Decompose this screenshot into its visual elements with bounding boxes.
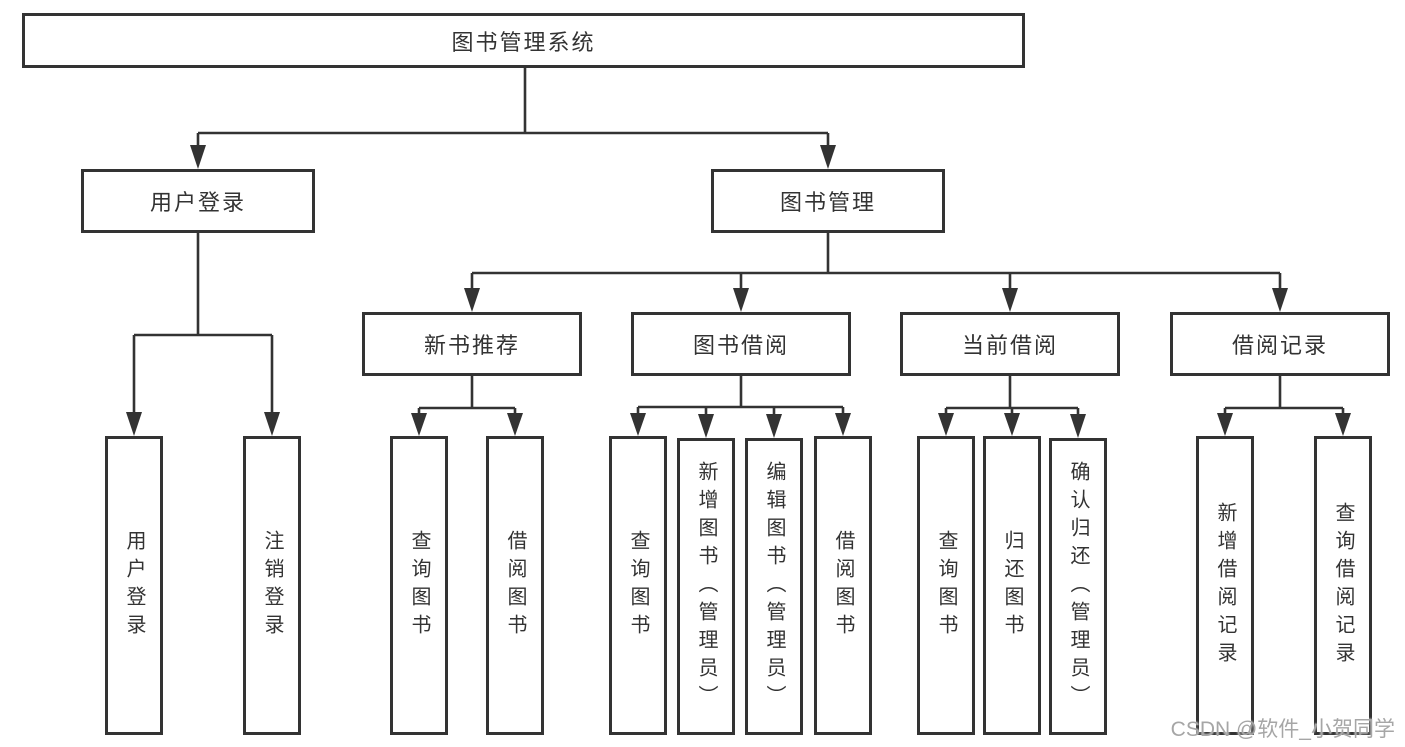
- arrow-head: [1217, 413, 1233, 436]
- node-label: 借阅记录: [1231, 333, 1328, 358]
- leaf-borrow-books: 借阅图书: [814, 436, 872, 735]
- connector-book-management-to-level3: [464, 231, 1288, 312]
- node-label: 编辑图书（管理员）: [763, 460, 785, 713]
- node-library-management-system: 图书管理系统: [22, 13, 1025, 68]
- node-label: 图书管理系统: [451, 29, 596, 55]
- node-borrow-records: 借阅记录: [1170, 312, 1390, 376]
- node-label: 当前借阅: [961, 333, 1058, 358]
- arrow-head: [464, 288, 480, 312]
- node-label: 新增借阅记录: [1214, 501, 1236, 670]
- leaf-user-login: 用户登录: [105, 436, 163, 735]
- node-user-login: 用户登录: [81, 169, 315, 233]
- arrow-head: [766, 414, 782, 438]
- node-label: 查询图书: [935, 529, 957, 642]
- arrow-head: [698, 414, 714, 438]
- arrow-head: [411, 413, 427, 436]
- node-book-borrowing: 图书借阅: [631, 312, 851, 376]
- node-label: 注销登录: [261, 529, 283, 642]
- arrow-head: [1335, 413, 1351, 436]
- arrow-head: [1002, 288, 1018, 312]
- node-label: 借阅图书: [832, 529, 854, 642]
- connector-book-borrowing-to-leaves: [630, 374, 851, 438]
- arrow-head: [1272, 288, 1288, 312]
- node-label: 归还图书: [1001, 529, 1023, 642]
- leaf-edit-books-admin: 编辑图书（管理员）: [745, 438, 803, 735]
- node-label: 查询图书: [408, 529, 430, 642]
- node-label: 新书推荐: [423, 333, 520, 358]
- leaf-add-borrow-record: 新增借阅记录: [1196, 436, 1254, 735]
- csdn-watermark: CSDN @软件_小贺同学: [1170, 718, 1395, 741]
- leaf-logout: 注销登录: [243, 436, 301, 735]
- node-label: 新增图书（管理员）: [695, 460, 717, 713]
- node-label: 查询图书: [627, 529, 649, 642]
- leaf-query-books: 查询图书: [917, 436, 975, 735]
- node-label: 图书管理: [779, 190, 876, 215]
- arrow-head: [938, 413, 954, 436]
- node-book-management: 图书管理: [711, 169, 945, 233]
- node-label: 确认归还（管理员）: [1067, 460, 1089, 713]
- leaf-query-books: 查询图书: [390, 436, 448, 735]
- arrow-head: [126, 412, 142, 436]
- connector-new-book-recommend-to-leaves: [411, 374, 523, 436]
- connector-root-to-level2: [190, 66, 836, 169]
- connector-borrow-records-to-leaves: [1217, 374, 1351, 436]
- leaf-add-books-admin: 新增图书（管理员）: [677, 438, 735, 735]
- arrow-head: [630, 413, 646, 436]
- connector-current-borrowing-to-leaves: [938, 374, 1086, 438]
- arrow-head: [264, 412, 280, 436]
- arrow-head: [507, 413, 523, 436]
- leaf-borrow-books: 借阅图书: [486, 436, 544, 735]
- node-label: 用户登录: [149, 190, 246, 215]
- arrow-head: [1070, 414, 1086, 438]
- node-label: 借阅图书: [504, 529, 526, 642]
- arrow-head: [820, 145, 836, 169]
- node-label: 图书借阅: [692, 333, 789, 358]
- node-current-borrowing: 当前借阅: [900, 312, 1120, 376]
- leaf-return-books: 归还图书: [983, 436, 1041, 735]
- leaf-confirm-return-admin: 确认归还（管理员）: [1049, 438, 1107, 735]
- node-label: 用户登录: [123, 529, 145, 642]
- arrow-head: [733, 288, 749, 312]
- leaf-query-books: 查询图书: [609, 436, 667, 735]
- arrow-head: [835, 413, 851, 436]
- connector-user-login-to-leaves: [126, 231, 280, 436]
- arrow-head: [1004, 413, 1020, 436]
- node-new-book-recommend: 新书推荐: [362, 312, 582, 376]
- leaf-query-borrow-record: 查询借阅记录: [1314, 436, 1372, 735]
- arrow-head: [190, 145, 206, 169]
- node-label: 查询借阅记录: [1332, 501, 1354, 670]
